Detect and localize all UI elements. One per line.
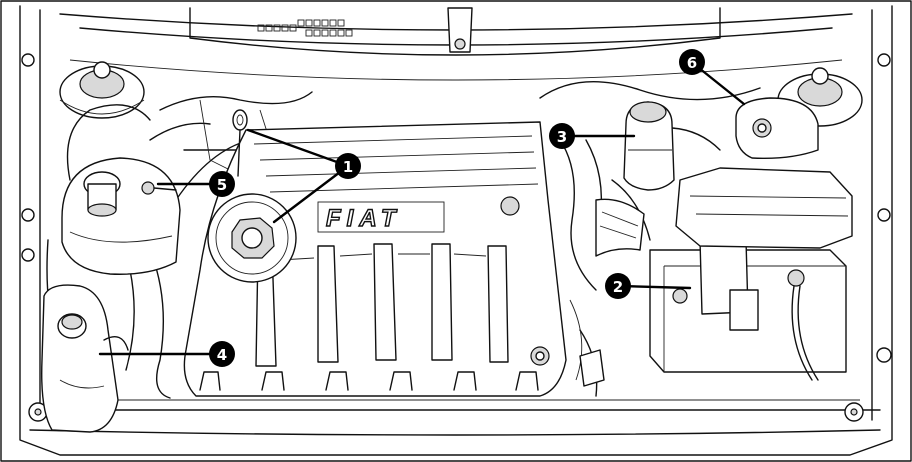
callout-marker-5: 5 <box>209 171 235 197</box>
callout-label-1: 1 <box>343 158 353 176</box>
callout-label-5: 5 <box>217 176 227 194</box>
callout-label-6: 6 <box>687 54 697 72</box>
callout-marker-6: 6 <box>679 49 705 75</box>
callout-label-3: 3 <box>557 128 567 146</box>
left-strut-tower <box>59 61 145 119</box>
hood-latch <box>447 7 473 53</box>
callout-marker-4: 4 <box>209 341 235 367</box>
air-intake-duct <box>595 198 645 257</box>
callout-marker-2: 2 <box>605 273 631 299</box>
oil-filler-cap <box>207 193 297 283</box>
callout-label-2: 2 <box>613 278 623 296</box>
callout-marker-3: 3 <box>549 123 575 149</box>
callout-leaders <box>98 62 746 356</box>
oil-dipstick <box>232 109 248 177</box>
engine-cover: FIAT <box>183 121 567 397</box>
coolant-expansion-tank <box>61 157 181 275</box>
callout-marker-1: 1 <box>335 153 361 179</box>
engine-cover-tabs <box>199 371 539 391</box>
fuse-box <box>675 167 853 249</box>
callout-label-4: 4 <box>217 346 227 364</box>
sensor-connector <box>579 349 605 387</box>
fiat-logo-text: FIAT <box>326 205 402 232</box>
washer-fluid-reservoir <box>41 284 129 433</box>
brake-fluid-reservoir <box>623 101 675 191</box>
battery <box>649 239 847 381</box>
grille-slots <box>257 19 353 37</box>
power-steering-reservoir <box>735 97 819 159</box>
